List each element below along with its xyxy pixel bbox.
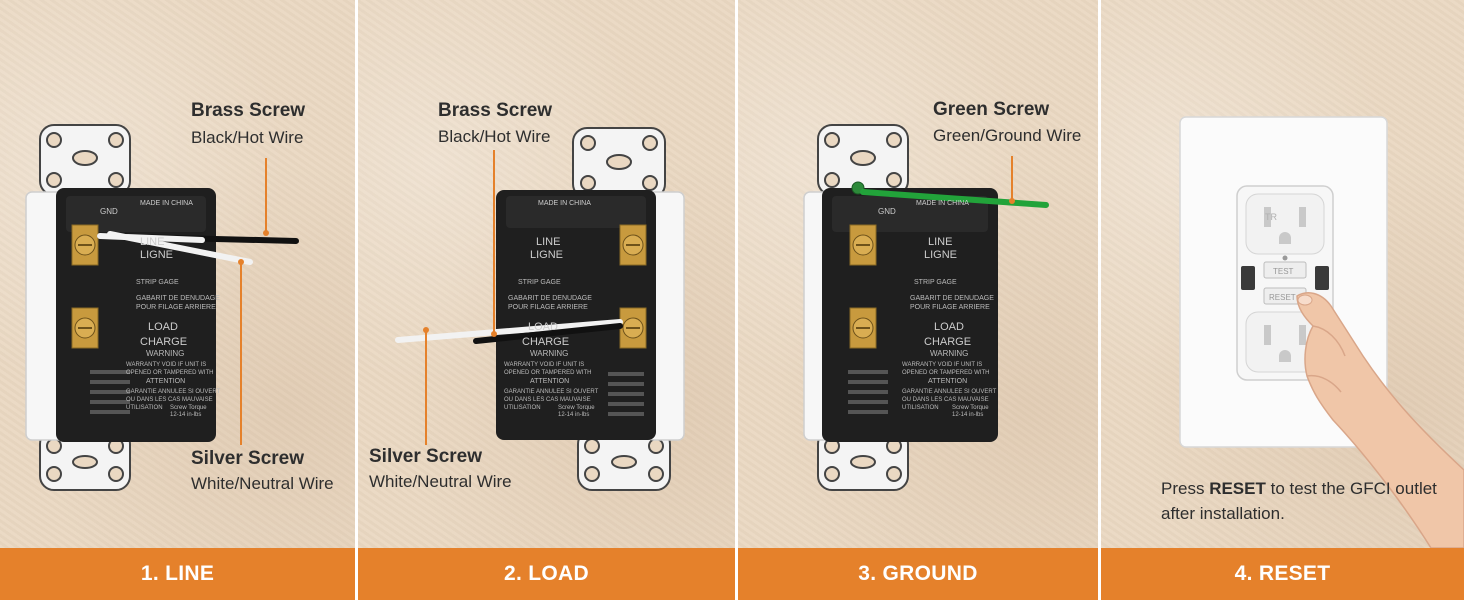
svg-text:TR: TR: [1265, 212, 1277, 222]
svg-text:GABARIT DE DENUDAGE: GABARIT DE DENUDAGE: [508, 295, 592, 302]
step-panel-line: MADE IN CHINA GND LINE LIGNE STRIP GAGE …: [0, 0, 355, 548]
callout-title-green-screw: Green Screw: [933, 99, 1050, 120]
svg-text:UTILISATION: UTILISATION: [504, 405, 541, 411]
svg-text:OU DANS LES CAS MAUVAISE: OU DANS LES CAS MAUVAISE: [504, 397, 591, 403]
callout-subtitle-ground-wire: Green/Ground Wire: [933, 126, 1082, 145]
step-label-ground: 3. GROUND: [738, 548, 1098, 600]
caption-suffix: to test the GFCI outlet after installati…: [1161, 479, 1437, 523]
outlet-back-illustration: MADE IN CHINA GND LINE LIGNE STRIP GAGE …: [803, 124, 1049, 491]
mounting-strap-bottom: [577, 429, 671, 491]
svg-text:LIGNE: LIGNE: [530, 249, 563, 261]
svg-text:POUR FILAGE ARRIERE: POUR FILAGE ARRIERE: [136, 304, 216, 311]
callout-title-silver-screw: Silver Screw: [191, 448, 305, 469]
svg-text:OPENED OR TAMPERED WITH: OPENED OR TAMPERED WITH: [504, 370, 591, 376]
caption-reset-emphasis: RESET: [1209, 479, 1266, 498]
hand-pressing-reset: [1296, 292, 1464, 548]
svg-text:ATTENTION: ATTENTION: [928, 378, 967, 385]
svg-text:OPENED OR TAMPERED WITH: OPENED OR TAMPERED WITH: [126, 370, 213, 376]
svg-text:GARANTIE ANNULEE SI OUVERT: GARANTIE ANNULEE SI OUVERT: [504, 389, 599, 395]
svg-text:STRIP GAGE: STRIP GAGE: [914, 279, 957, 286]
step-label-line: 1. LINE: [0, 548, 355, 600]
svg-text:Screw Torque: Screw Torque: [170, 405, 207, 411]
svg-text:LOAD: LOAD: [148, 321, 178, 333]
caption-prefix: Press: [1161, 479, 1210, 498]
svg-text:MADE IN CHINA: MADE IN CHINA: [140, 200, 193, 207]
svg-text:GND: GND: [878, 207, 896, 216]
svg-text:MADE IN CHINA: MADE IN CHINA: [538, 200, 591, 207]
svg-text:OU DANS LES CAS MAUVAISE: OU DANS LES CAS MAUVAISE: [126, 397, 213, 403]
callout-subtitle-neutral-wire: White/Neutral Wire: [191, 474, 334, 493]
svg-text:GABARIT DE DENUDAGE: GABARIT DE DENUDAGE: [136, 295, 220, 302]
svg-text:CHARGE: CHARGE: [140, 336, 187, 348]
svg-text:STRIP GAGE: STRIP GAGE: [136, 279, 179, 286]
svg-text:WARRANTY VOID IF UNIT IS: WARRANTY VOID IF UNIT IS: [504, 362, 584, 368]
svg-text:Screw Torque: Screw Torque: [952, 405, 989, 411]
svg-text:LINE: LINE: [140, 236, 164, 248]
svg-text:GND: GND: [100, 207, 118, 216]
svg-text:LIGNE: LIGNE: [924, 249, 957, 261]
svg-text:POUR FILAGE ARRIERE: POUR FILAGE ARRIERE: [508, 304, 588, 311]
callout-title-brass-screw: Brass Screw: [191, 100, 306, 121]
svg-text:Screw Torque: Screw Torque: [558, 405, 595, 411]
svg-text:ATTENTION: ATTENTION: [530, 378, 569, 385]
mounting-strap-bottom: [39, 429, 131, 491]
svg-text:12-14 in-lbs: 12-14 in-lbs: [558, 412, 589, 418]
svg-text:LOAD: LOAD: [528, 321, 558, 333]
outlet-back-illustration: MADE IN CHINA LINE LIGNE STRIP GAGE GABA…: [395, 127, 685, 491]
svg-text:GARANTIE ANNULEE SI OUVERT: GARANTIE ANNULEE SI OUVERT: [126, 389, 221, 395]
step-panel-load: MADE IN CHINA LINE LIGNE STRIP GAGE GABA…: [358, 0, 735, 548]
svg-text:WARNING: WARNING: [530, 349, 568, 358]
outlet-back-illustration: MADE IN CHINA GND LINE LIGNE STRIP GAGE …: [25, 124, 299, 491]
svg-text:STRIP GAGE: STRIP GAGE: [518, 279, 561, 286]
svg-text:ATTENTION: ATTENTION: [146, 378, 185, 385]
svg-text:CHARGE: CHARGE: [522, 336, 569, 348]
svg-text:12-14 in-lbs: 12-14 in-lbs: [952, 412, 983, 418]
svg-text:WARRANTY VOID IF UNIT IS: WARRANTY VOID IF UNIT IS: [126, 362, 206, 368]
mounting-strap-top: [39, 124, 131, 196]
callout-title-silver-screw: Silver Screw: [369, 446, 483, 467]
reset-instruction-caption: Press RESET to test the GFCI outlet afte…: [1161, 476, 1461, 526]
mounting-strap-top: [817, 124, 909, 196]
step-label-reset: 4. RESET: [1101, 548, 1464, 600]
callout-subtitle-hot-wire: Black/Hot Wire: [438, 127, 551, 146]
svg-text:RESET: RESET: [1269, 293, 1296, 302]
svg-text:CHARGE: CHARGE: [924, 336, 971, 348]
step-panel-ground: MADE IN CHINA GND LINE LIGNE STRIP GAGE …: [738, 0, 1098, 548]
svg-text:OPENED OR TAMPERED WITH: OPENED OR TAMPERED WITH: [902, 370, 989, 376]
svg-text:LIGNE: LIGNE: [140, 249, 173, 261]
svg-text:LOAD: LOAD: [934, 321, 964, 333]
svg-text:POUR FILAGE ARRIERE: POUR FILAGE ARRIERE: [910, 304, 990, 311]
svg-text:LINE: LINE: [928, 236, 952, 248]
svg-text:UTILISATION: UTILISATION: [902, 405, 939, 411]
step-panel-reset: TR TEST RESET Press RESET to t: [1101, 0, 1464, 548]
svg-text:12-14 in-lbs: 12-14 in-lbs: [170, 412, 201, 418]
callout-subtitle-hot-wire: Black/Hot Wire: [191, 128, 304, 147]
svg-text:LINE: LINE: [536, 236, 560, 248]
svg-text:UTILISATION: UTILISATION: [126, 405, 163, 411]
svg-text:TEST: TEST: [1273, 267, 1294, 276]
svg-text:GARANTIE ANNULEE SI OUVERT: GARANTIE ANNULEE SI OUVERT: [902, 389, 997, 395]
mounting-strap-bottom: [817, 429, 909, 491]
svg-text:OU DANS LES CAS MAUVAISE: OU DANS LES CAS MAUVAISE: [902, 397, 989, 403]
svg-text:GABARIT DE DENUDAGE: GABARIT DE DENUDAGE: [910, 295, 994, 302]
callout-title-brass-screw: Brass Screw: [438, 100, 553, 121]
gfci-receptacle: TR TEST RESET: [1236, 185, 1334, 381]
callout-subtitle-neutral-wire: White/Neutral Wire: [369, 472, 512, 491]
svg-text:WARRANTY VOID IF UNIT IS: WARRANTY VOID IF UNIT IS: [902, 362, 982, 368]
mounting-strap-top: [572, 127, 666, 199]
step-label-load: 2. LOAD: [358, 548, 735, 600]
svg-text:WARNING: WARNING: [930, 349, 968, 358]
gfci-outlet-wallplate-illustration: TR TEST RESET: [1179, 116, 1464, 548]
svg-text:MADE IN CHINA: MADE IN CHINA: [916, 200, 969, 207]
svg-text:WARNING: WARNING: [146, 349, 184, 358]
